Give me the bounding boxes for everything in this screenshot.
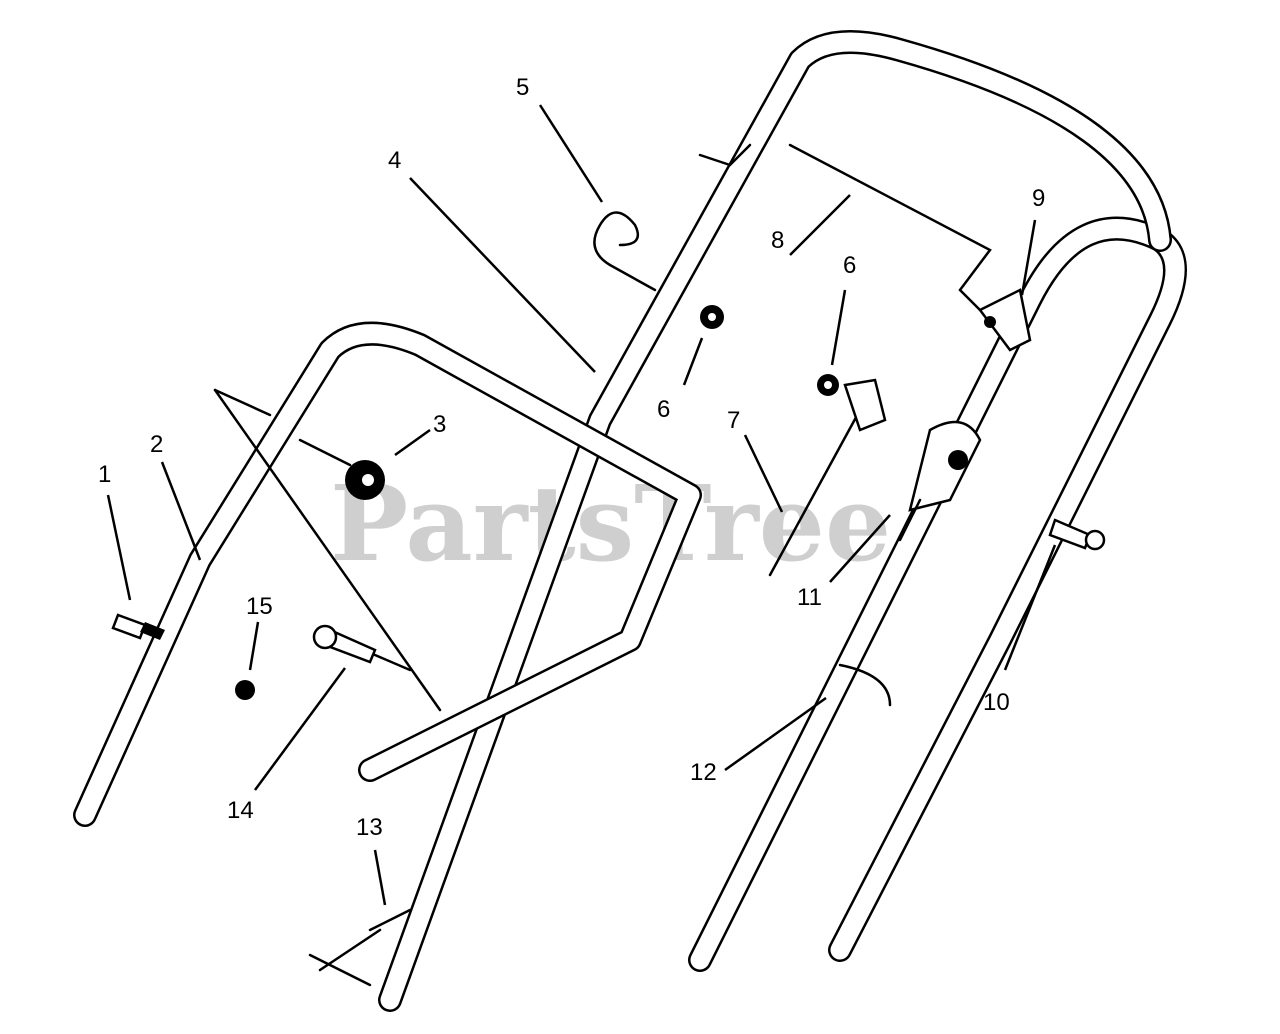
callout-1: 1 <box>98 461 111 488</box>
callout-4: 4 <box>388 147 401 174</box>
assembly-guides <box>213 388 442 712</box>
callout-3: 3 <box>433 411 446 438</box>
callout-9: 9 <box>1032 185 1045 212</box>
callout-11: 11 <box>797 584 822 611</box>
callout-10: 10 <box>983 689 1010 716</box>
callout-13: 13 <box>356 814 383 841</box>
clip-part <box>308 908 412 987</box>
callout-2: 2 <box>150 431 163 458</box>
cable-tie <box>838 663 892 707</box>
lower-handle <box>73 321 702 827</box>
callout-6a: 6 <box>657 396 670 423</box>
callout-labels: 1 2 3 4 5 6 6 7 8 9 10 11 12 13 14 15 <box>98 74 1045 841</box>
handle-pin <box>111 613 165 640</box>
upper-handle <box>378 30 1187 1012</box>
handle-bolt <box>312 624 412 672</box>
callout-7: 7 <box>727 407 740 434</box>
callout-15: 15 <box>246 593 273 620</box>
nut-upper <box>700 305 724 329</box>
callout-6b: 6 <box>843 252 856 279</box>
callout-8: 8 <box>771 227 784 254</box>
control-lever <box>898 420 982 542</box>
control-cable <box>768 378 887 577</box>
bracket-part <box>978 288 1032 352</box>
cable-hook <box>593 211 657 292</box>
watermark-text: PartsTree <box>330 462 891 585</box>
callout-14: 14 <box>227 797 254 824</box>
leader-lines <box>106 104 1057 906</box>
control-rod <box>698 143 992 312</box>
carriage-bolt <box>1048 518 1106 551</box>
nut-lower <box>817 374 839 396</box>
callout-5: 5 <box>516 74 529 101</box>
hex-nut-15 <box>235 680 255 700</box>
handle-knob <box>298 438 385 500</box>
callout-12: 12 <box>690 759 717 786</box>
